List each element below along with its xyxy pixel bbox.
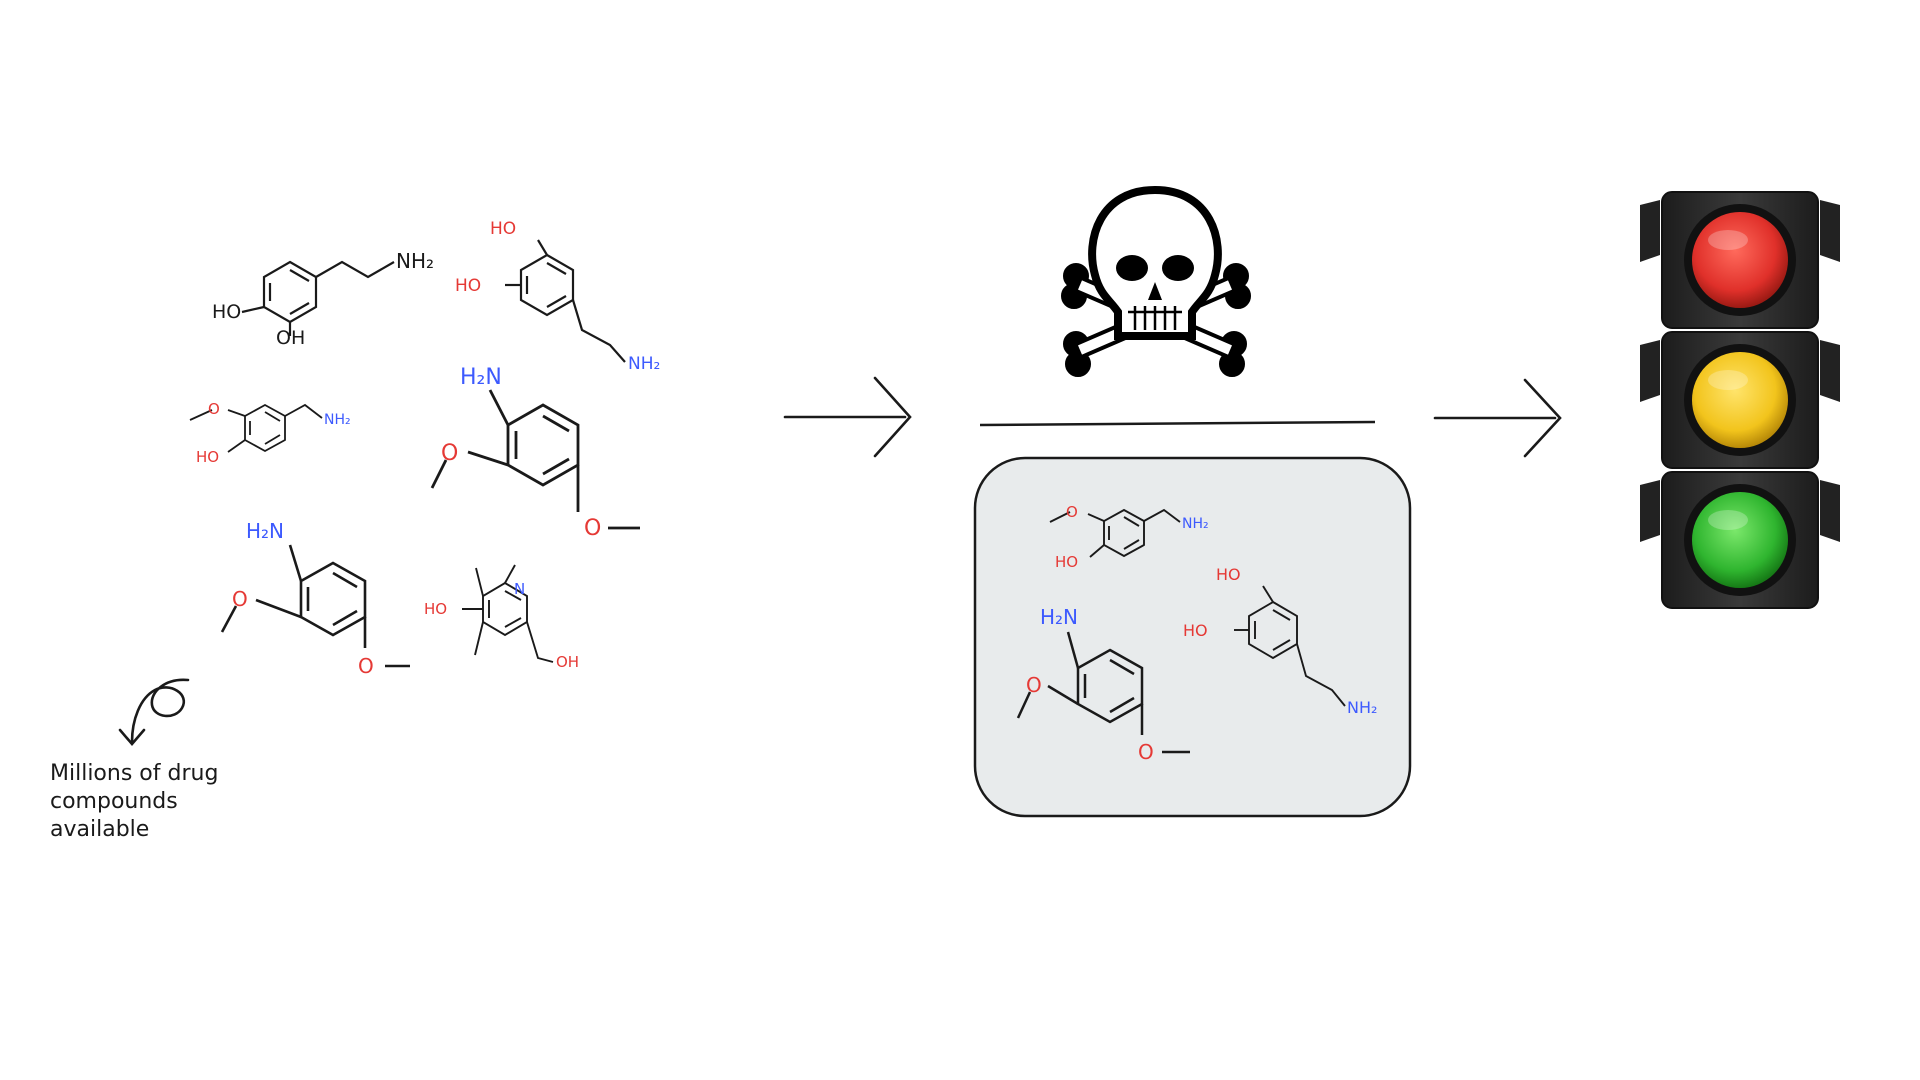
molecule-label: HO [455, 276, 481, 296]
molecule-label: O [1066, 503, 1078, 521]
molecule-label: HO [212, 301, 241, 323]
molecule-label: O [441, 441, 458, 466]
molecule-label: HO [1183, 621, 1208, 640]
molecule-collection: NH₂ HO OH HO HO NH₂ O [189, 219, 660, 678]
molecule-label: H₂N [1040, 605, 1078, 629]
traffic-light-yellow-lamp [1692, 352, 1788, 448]
skull-and-crossbones-icon [1061, 185, 1251, 377]
molecule-label: O [584, 516, 601, 541]
molecule-dimethoxyaniline-filtered: H₂N O O [1016, 605, 1190, 764]
molecule-dopamine-filtered: HO HO NH₂ [1183, 565, 1377, 717]
molecule-label: O [232, 587, 248, 611]
filtered-molecules-box: O NH₂ HO H₂N O O [973, 456, 1412, 818]
molecule-label: HO [490, 219, 516, 239]
molecule-label: HO [196, 448, 219, 466]
molecule-label: HO [424, 600, 447, 618]
molecule-label: OH [276, 327, 305, 349]
molecule-dimethoxyaniline-large: H₂N O O [430, 365, 640, 541]
traffic-light-red-lamp [1692, 212, 1788, 308]
caption-line: available [50, 817, 150, 842]
molecule-label: O [208, 400, 220, 418]
divider-line [979, 420, 1376, 427]
molecule-dimethoxyaniline-medium: H₂N O O [220, 519, 410, 678]
molecule-dopamine-black: NH₂ HO OH [212, 249, 434, 349]
molecule-vanillylamine-filtered: O NH₂ HO [1049, 503, 1209, 571]
molecule-dopamine-colored: HO HO NH₂ [455, 219, 660, 374]
molecule-label: O [1138, 740, 1154, 764]
molecule-label: NH₂ [1347, 698, 1377, 717]
molecule-label: HO [1055, 553, 1078, 571]
molecule-label: O [358, 654, 374, 678]
caption-millions-of-compounds: Millions of drug compounds available [50, 760, 310, 844]
traffic-light-icon [1640, 191, 1840, 609]
molecule-label: H₂N [460, 365, 502, 390]
molecule-label: H₂N [246, 519, 284, 543]
arrow-right-icon [783, 376, 912, 458]
caption-line: compounds [50, 789, 178, 814]
caption-line: Millions of drug [50, 761, 219, 786]
molecule-label: NH₂ [628, 354, 660, 374]
molecule-label: OH [556, 653, 579, 671]
molecule-label: NH₂ [1182, 516, 1209, 532]
molecule-vanillylamine-small: O NH₂ HO [189, 400, 351, 466]
molecule-label: N [514, 580, 525, 598]
arrow-right-icon [1433, 378, 1562, 458]
curly-arrow-down-icon [118, 678, 190, 746]
molecule-label: NH₂ [396, 249, 434, 273]
molecule-pyridoxine: N HO OH [424, 564, 579, 671]
molecule-label: HO [1216, 565, 1241, 584]
molecule-label: O [1026, 673, 1042, 697]
molecule-label: NH₂ [324, 412, 351, 428]
traffic-light-green-lamp [1692, 492, 1788, 588]
